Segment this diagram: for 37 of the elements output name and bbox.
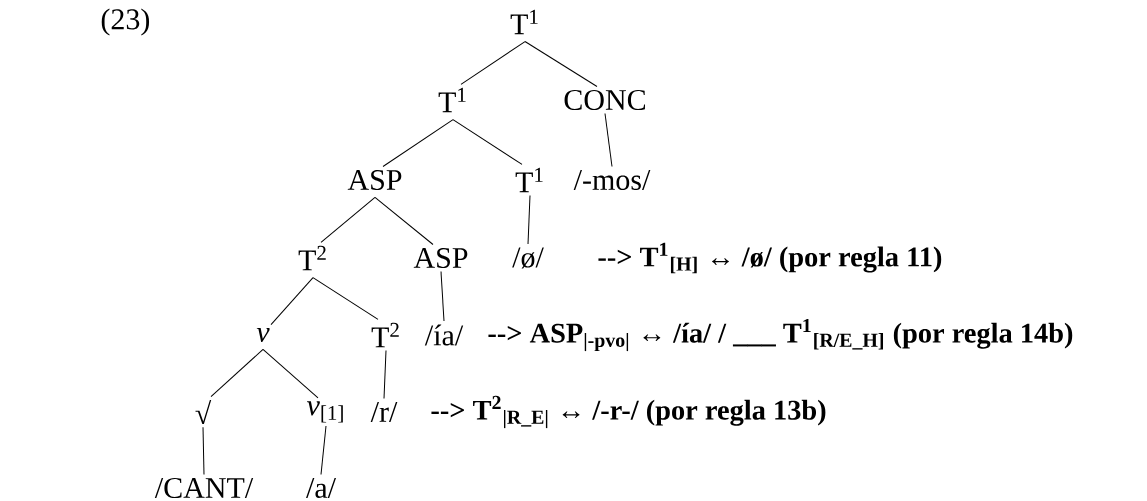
tree-label: /-mos/ <box>573 169 651 190</box>
tree-label: ASP <box>413 247 468 269</box>
tree-label: ASP <box>347 169 402 191</box>
tree-branch <box>382 119 454 167</box>
tree-label: /r/ <box>370 401 398 422</box>
rule-text: --> T$^{2}$$_{|R_E|}$ ↔ /-r-/ (por regla 13b) <box>431 395 826 429</box>
tree-branch <box>374 196 434 245</box>
tree-branch <box>524 41 598 87</box>
tree-branch <box>604 112 613 168</box>
tree-label: √ <box>195 400 212 424</box>
tree-branch <box>452 119 523 165</box>
tree-label: v <box>256 327 270 342</box>
tree-branch <box>270 277 314 326</box>
tree-label: T$^{2}$ <box>371 322 399 348</box>
rule-text: --> ASP$_{|-pvo|}$ ↔ /ía/ / ___ T$^{1}$$_{[R/E_H]}$ (por regla 14b) <box>488 318 1073 352</box>
tree-label: T$^{1}$ <box>438 87 466 113</box>
number-label: (23) <box>101 8 150 36</box>
tree-label: v$_{[1]}$ <box>307 401 343 423</box>
tree-label: /ø/ <box>512 247 544 269</box>
tree-branch <box>312 277 379 320</box>
tree-label: T$^{1}$ <box>515 167 543 193</box>
tree-branch <box>320 196 376 243</box>
tree-branch <box>210 348 264 398</box>
tree-branch <box>383 350 387 400</box>
tree-label: T$^{2}$ <box>298 245 326 271</box>
tree-label: /a/ <box>306 477 336 498</box>
tree-branch <box>320 425 327 476</box>
tree-branch <box>527 195 531 245</box>
tree-label: /ía/ <box>424 324 464 346</box>
tree-branch <box>262 348 319 399</box>
tree-label: T$^{1}$ <box>510 9 538 35</box>
rule-text: --> T$^{1}$$_{[H]}$ ↔ /ø/ (por regla 11) <box>598 242 942 274</box>
tree-branch <box>202 426 205 475</box>
tree-branch <box>440 270 445 322</box>
tree-branch <box>460 41 526 85</box>
tree-label: CONC <box>564 89 645 111</box>
tree-label: /CANT/ <box>154 477 254 499</box>
